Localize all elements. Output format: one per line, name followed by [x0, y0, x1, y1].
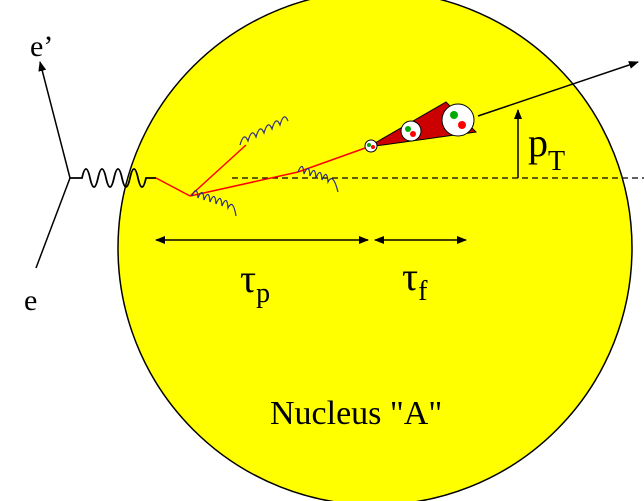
label-e-in: e [24, 284, 37, 317]
incoming-electron-line [36, 178, 70, 268]
label-e-out: e’ [30, 30, 53, 63]
hadron-large-icon [442, 104, 474, 136]
hadron-medium-icon [401, 121, 421, 141]
outgoing-electron-arrow [40, 62, 70, 178]
hadron-small-icon [365, 140, 377, 152]
label-nucleus: Nucleus "A" [270, 395, 442, 432]
